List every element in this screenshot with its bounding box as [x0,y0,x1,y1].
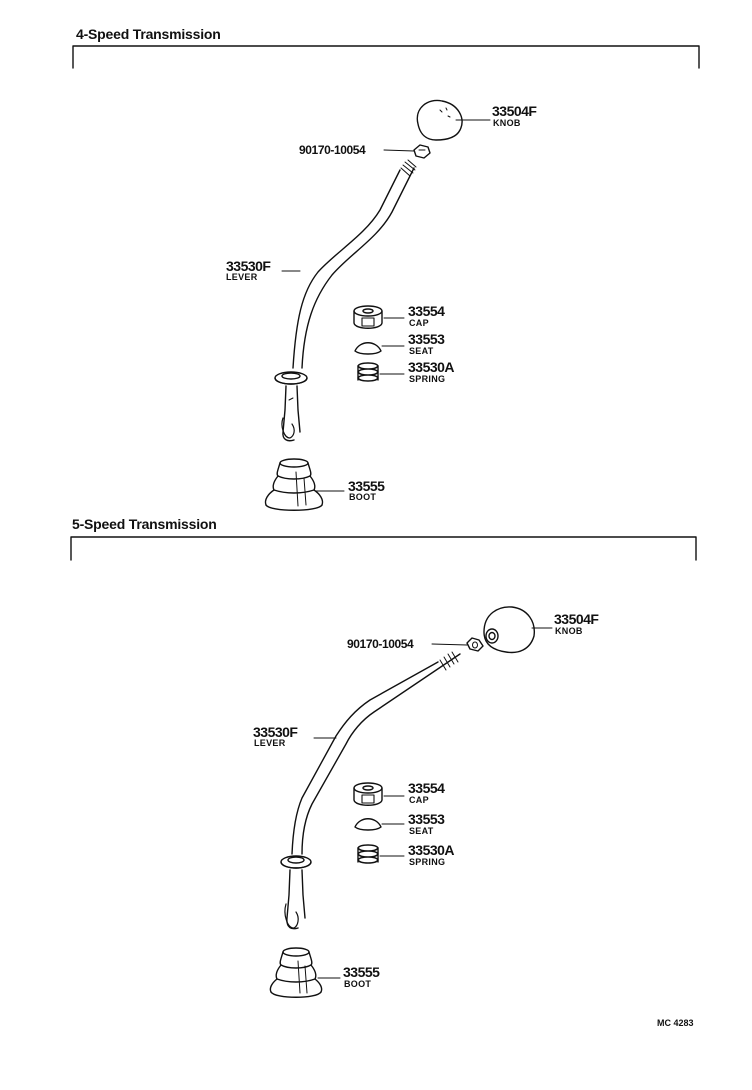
cap-4spd-drawing [353,305,383,329]
label-seat-4spd-number[interactable]: 33553 [408,331,445,347]
label-spring-4spd-number[interactable]: 33530A [408,359,455,375]
label-knob-4spd-name: KNOB [493,118,521,128]
spring-5spd-drawing [357,844,379,864]
label-lever-5spd-name: LEVER [254,738,286,748]
section-title-4-speed: 4-Speed Transmission [76,26,221,42]
label-nut-4spd-number[interactable]: 90170-10054 [299,143,366,157]
label-seat-5spd-number[interactable]: 33553 [408,811,445,827]
boot-4spd-drawing [264,458,324,511]
label-lever-5spd-number[interactable]: 33530F [253,724,298,740]
label-spring-4spd-name: SPRING [409,374,446,384]
knob-5spd-drawing [483,606,535,654]
label-cap-5spd-number[interactable]: 33554 [408,780,445,796]
section-5-speed-art [70,536,697,998]
section-title-5-speed: 5-Speed Transmission [72,516,217,532]
label-lever-4spd-name: LEVER [226,272,258,282]
nut-4spd-drawing [413,144,431,159]
label-cap-4spd-name: CAP [409,318,429,328]
label-boot-4spd-name: BOOT [349,492,377,502]
label-knob-4spd-number[interactable]: 33504F [492,103,537,119]
label-seat-5spd-name: SEAT [409,826,434,836]
label-boot-5spd-number[interactable]: 33555 [343,964,380,980]
lever-4spd-drawing [274,159,417,442]
label-lever-4spd-number[interactable]: 33530F [226,258,271,274]
label-seat-4spd-name: SEAT [409,346,434,356]
boot-5spd-drawing [269,947,323,998]
cap-5spd-drawing [353,782,383,806]
nut-5spd-drawing [466,637,484,652]
section-4-speed-art [72,45,700,511]
spring-4spd-drawing [357,362,379,382]
label-cap-5spd-name: CAP [409,795,429,805]
lever-5spd-drawing [280,651,461,930]
label-spring-5spd-name: SPRING [409,857,446,867]
figure-code: MC 4283 [657,1018,694,1028]
seat-5spd-drawing [354,818,382,831]
label-cap-4spd-number[interactable]: 33554 [408,303,445,319]
seat-4spd-drawing [354,342,382,355]
label-boot-5spd-name: BOOT [344,979,372,989]
label-knob-5spd-name: KNOB [555,626,583,636]
label-knob-5spd-number[interactable]: 33504F [554,611,599,627]
label-boot-4spd-number[interactable]: 33555 [348,478,385,494]
label-nut-5spd-number[interactable]: 90170-10054 [347,637,414,651]
knob-4spd-drawing [416,99,463,141]
label-spring-5spd-number[interactable]: 33530A [408,842,455,858]
